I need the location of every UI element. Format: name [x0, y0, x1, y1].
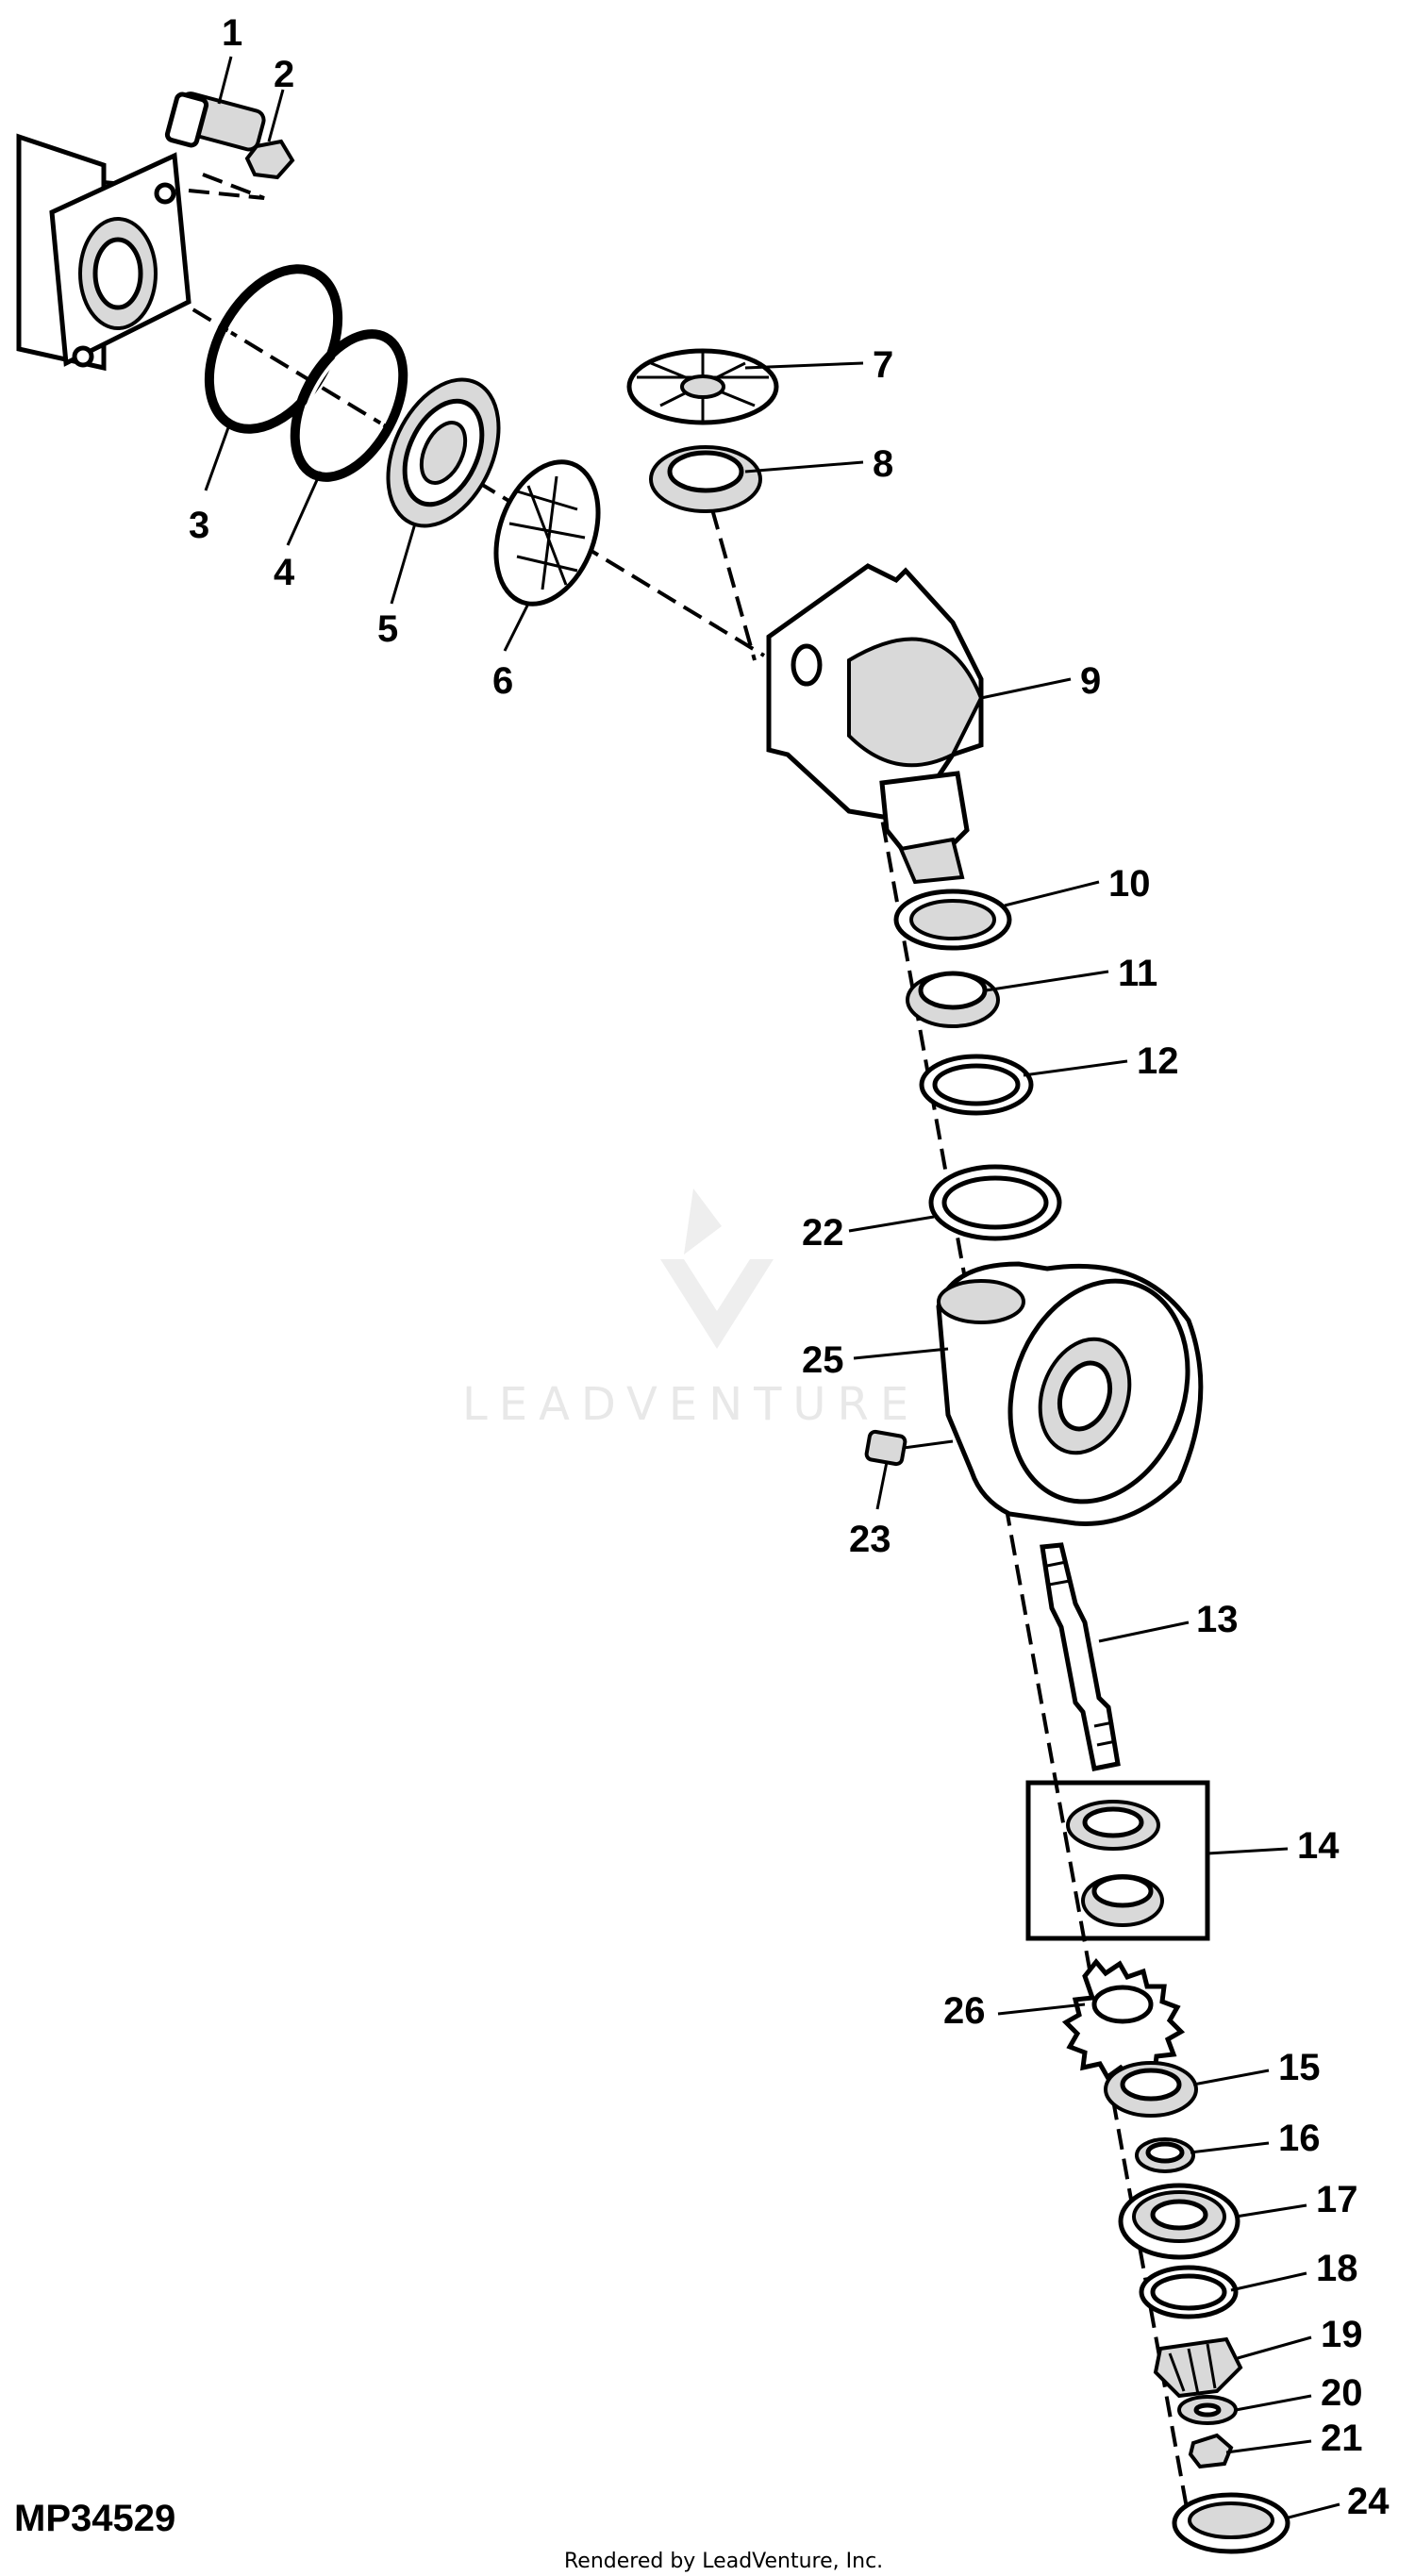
callout-13: 13	[1196, 1599, 1239, 1640]
part-20-washer[interactable]	[1177, 2395, 1238, 2425]
callout-16: 16	[1278, 2118, 1321, 2159]
callout-2: 2	[274, 54, 294, 95]
callout-1: 1	[222, 12, 242, 54]
part-2-nut[interactable]	[244, 139, 295, 180]
callout-10: 10	[1108, 863, 1151, 905]
credit-text: Rendered by LeadVenture, Inc.	[564, 2550, 883, 2573]
part-11-bearing-cone[interactable]	[906, 971, 1000, 1028]
mounting-housing[interactable]	[16, 133, 191, 372]
callout-3: 3	[189, 505, 209, 546]
part-17-bearing[interactable]	[1118, 2183, 1240, 2260]
leader-lines	[204, 56, 1340, 2520]
callout-21: 21	[1321, 2418, 1363, 2459]
callout-4: 4	[274, 552, 295, 593]
part-15-seal[interactable]	[1104, 2061, 1198, 2118]
callout-6: 6	[492, 660, 513, 702]
part-26-lock-washer[interactable]	[1061, 1958, 1186, 2084]
part-18-ring[interactable]	[1139, 2265, 1239, 2319]
part-14-bearing-kit[interactable]	[1025, 1780, 1210, 1941]
part-12-bearing-cup[interactable]	[919, 1054, 1034, 1116]
callout-labels: 1 2 3 4 5 6 7 8 9 10 11 12 13 14 15 16 1…	[189, 12, 1390, 2522]
callout-15: 15	[1278, 2047, 1321, 2088]
callout-7: 7	[873, 344, 893, 386]
callout-20: 20	[1321, 2372, 1363, 2414]
part-23-plug[interactable]	[864, 1429, 954, 1467]
part-22-ring[interactable]	[928, 1164, 1062, 1241]
callout-23: 23	[849, 1519, 891, 1560]
callout-9: 9	[1080, 660, 1101, 702]
part-9-gear-housing[interactable]	[766, 563, 984, 885]
part-24-seal[interactable]	[1172, 2492, 1290, 2554]
part-10-seal[interactable]	[893, 889, 1012, 951]
part-1-bolt[interactable]	[164, 91, 266, 152]
callout-19: 19	[1321, 2314, 1363, 2355]
callout-22: 22	[802, 1212, 844, 1254]
callout-8: 8	[873, 443, 893, 485]
part-8-bearing[interactable]	[649, 445, 762, 513]
callout-24: 24	[1347, 2481, 1390, 2522]
watermark: LEADVENTURE	[462, 1188, 920, 1431]
callout-5: 5	[377, 608, 398, 650]
part-4-ring[interactable]	[273, 316, 425, 495]
part-21-nut[interactable]	[1188, 2433, 1234, 2469]
callout-26: 26	[943, 1990, 986, 2032]
part-25-lower-housing[interactable]	[936, 1255, 1218, 1526]
watermark-text: LEADVENTURE	[462, 1378, 920, 1431]
callout-12: 12	[1137, 1040, 1179, 1082]
figure-id: MP34529	[14, 2498, 175, 2539]
watermark-logo-icon	[660, 1188, 774, 1349]
part-19-pinion-gear[interactable]	[1153, 2336, 1243, 2399]
callout-17: 17	[1316, 2179, 1358, 2220]
callout-11: 11	[1118, 953, 1157, 994]
callout-14: 14	[1297, 1825, 1340, 1867]
callout-25: 25	[802, 1339, 844, 1381]
part-13-shaft[interactable]	[1040, 1542, 1121, 1771]
callout-18: 18	[1316, 2248, 1358, 2289]
part-6-bevel-gear[interactable]	[477, 448, 616, 619]
part-5-bearing[interactable]	[366, 362, 521, 544]
part-16-spacer[interactable]	[1135, 2137, 1195, 2173]
part-7-gear[interactable]	[626, 348, 779, 425]
